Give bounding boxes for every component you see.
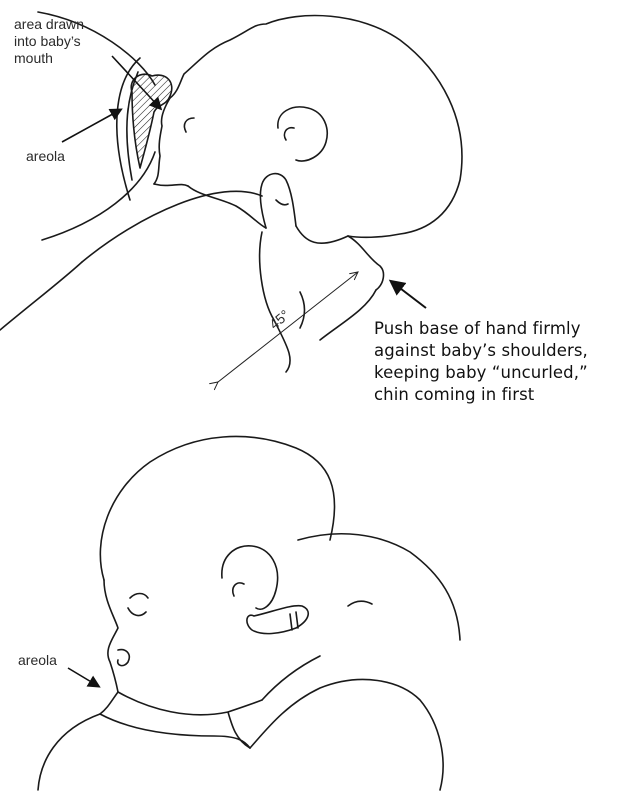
arrow-areola-bottom xyxy=(68,668,98,686)
arrow-push xyxy=(392,282,426,308)
ear-bottom xyxy=(222,546,278,609)
callout-line3: keeping baby “uncurled,” xyxy=(374,362,588,384)
thumb-bottom xyxy=(247,606,308,634)
callout-line1: Push base of hand firmly xyxy=(374,318,588,340)
baby-head-bottom xyxy=(100,436,334,580)
label-area-drawn-line1: area drawn xyxy=(14,16,84,33)
ear-top xyxy=(278,107,327,161)
hand-top xyxy=(296,226,348,243)
callout-instructions: Push base of hand firmly against baby’s … xyxy=(374,318,588,406)
breast-bottom xyxy=(38,714,100,790)
baby-head-top xyxy=(170,16,462,238)
label-area-drawn-line3: mouth xyxy=(14,50,84,67)
finger-top xyxy=(260,174,296,228)
callout-line2: against baby’s shoulders, xyxy=(374,340,588,362)
label-area-drawn-line2: into baby’s xyxy=(14,33,84,50)
arrow-areola-top xyxy=(62,110,120,142)
hand-bottom xyxy=(298,534,460,640)
label-areola-top: areola xyxy=(26,148,65,165)
label-areola-bottom: areola xyxy=(18,652,57,669)
callout-line4: chin coming in first xyxy=(374,384,588,406)
nipple-hatched xyxy=(131,74,172,168)
label-area-drawn: area drawn into baby’s mouth xyxy=(14,16,84,67)
